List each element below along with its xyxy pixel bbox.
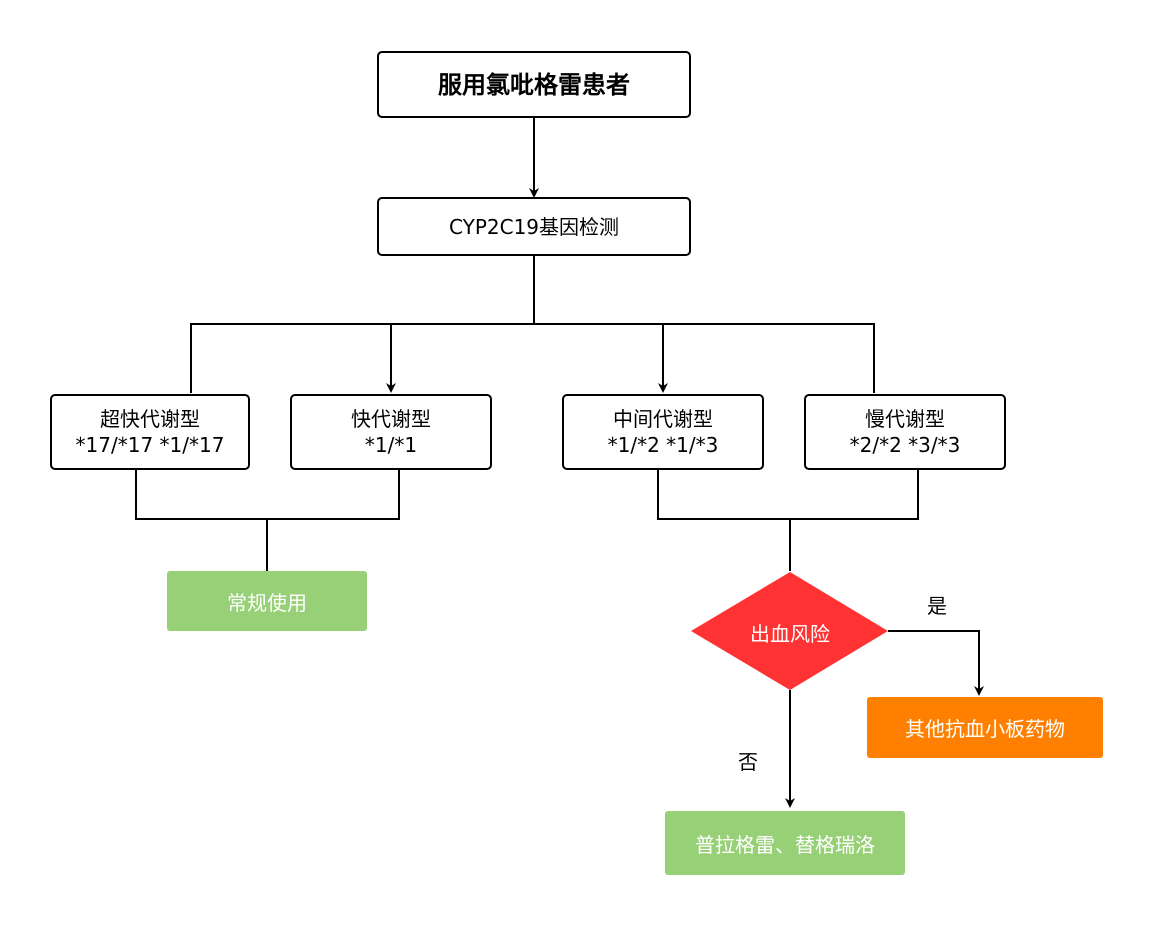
gene-test-label: CYP2C19基因检测 [448, 214, 620, 239]
bleeding-risk-diamond [691, 572, 888, 690]
slow-name: 慢代谢型 [865, 407, 945, 431]
alternative-drugs-label: 普拉格雷、替格瑞洛 [695, 832, 875, 857]
normal-use-node: 常规使用 [167, 571, 367, 631]
slow-genotype: *2/*2 *3/*3 [849, 433, 961, 457]
edge-label-no: 否 [738, 750, 758, 774]
other-antiplatelet-label: 其他抗血小板药物 [905, 717, 1065, 741]
rapid-metabolizer-node: 快代谢型 *1/*1 [290, 394, 492, 470]
ultra-name: 超快代谢型 [100, 407, 200, 431]
poor-metabolizer-node: 慢代谢型 *2/*2 *3/*3 [804, 394, 1006, 470]
alternative-drugs-node: 普拉格雷、替格瑞洛 [665, 811, 905, 875]
ultra-genotype: *17/*17 *1/*17 [75, 433, 225, 457]
edge-mid-slow-merge [657, 470, 919, 520]
edge-ultra-fast-merge [135, 470, 400, 520]
other-antiplatelet-node: 其他抗血小板药物 [867, 697, 1103, 758]
edge-label-yes: 是 [927, 594, 947, 618]
mid-genotype: *1/*2 *1/*3 [607, 433, 719, 457]
edge-test-split [190, 255, 535, 393]
gene-test-node: CYP2C19基因检测 [377, 197, 691, 256]
ultra-rapid-metabolizer-node: 超快代谢型 *17/*17 *1/*17 [50, 394, 250, 470]
mid-name: 中间代谢型 [613, 407, 713, 431]
bleeding-risk-label: 出血风险 [750, 622, 830, 646]
edge-bleed-yes [888, 630, 984, 696]
normal-use-label: 常规使用 [227, 590, 307, 615]
fast-genotype: *1/*1 [364, 433, 418, 457]
start-node-label: 服用氯吡格雷患者 [438, 70, 630, 99]
fast-name: 快代谢型 [351, 407, 431, 431]
start-node: 服用氯吡格雷患者 [377, 51, 691, 118]
intermediate-metabolizer-node: 中间代谢型 *1/*2 *1/*3 [562, 394, 764, 470]
edge-to-slow [534, 323, 875, 393]
